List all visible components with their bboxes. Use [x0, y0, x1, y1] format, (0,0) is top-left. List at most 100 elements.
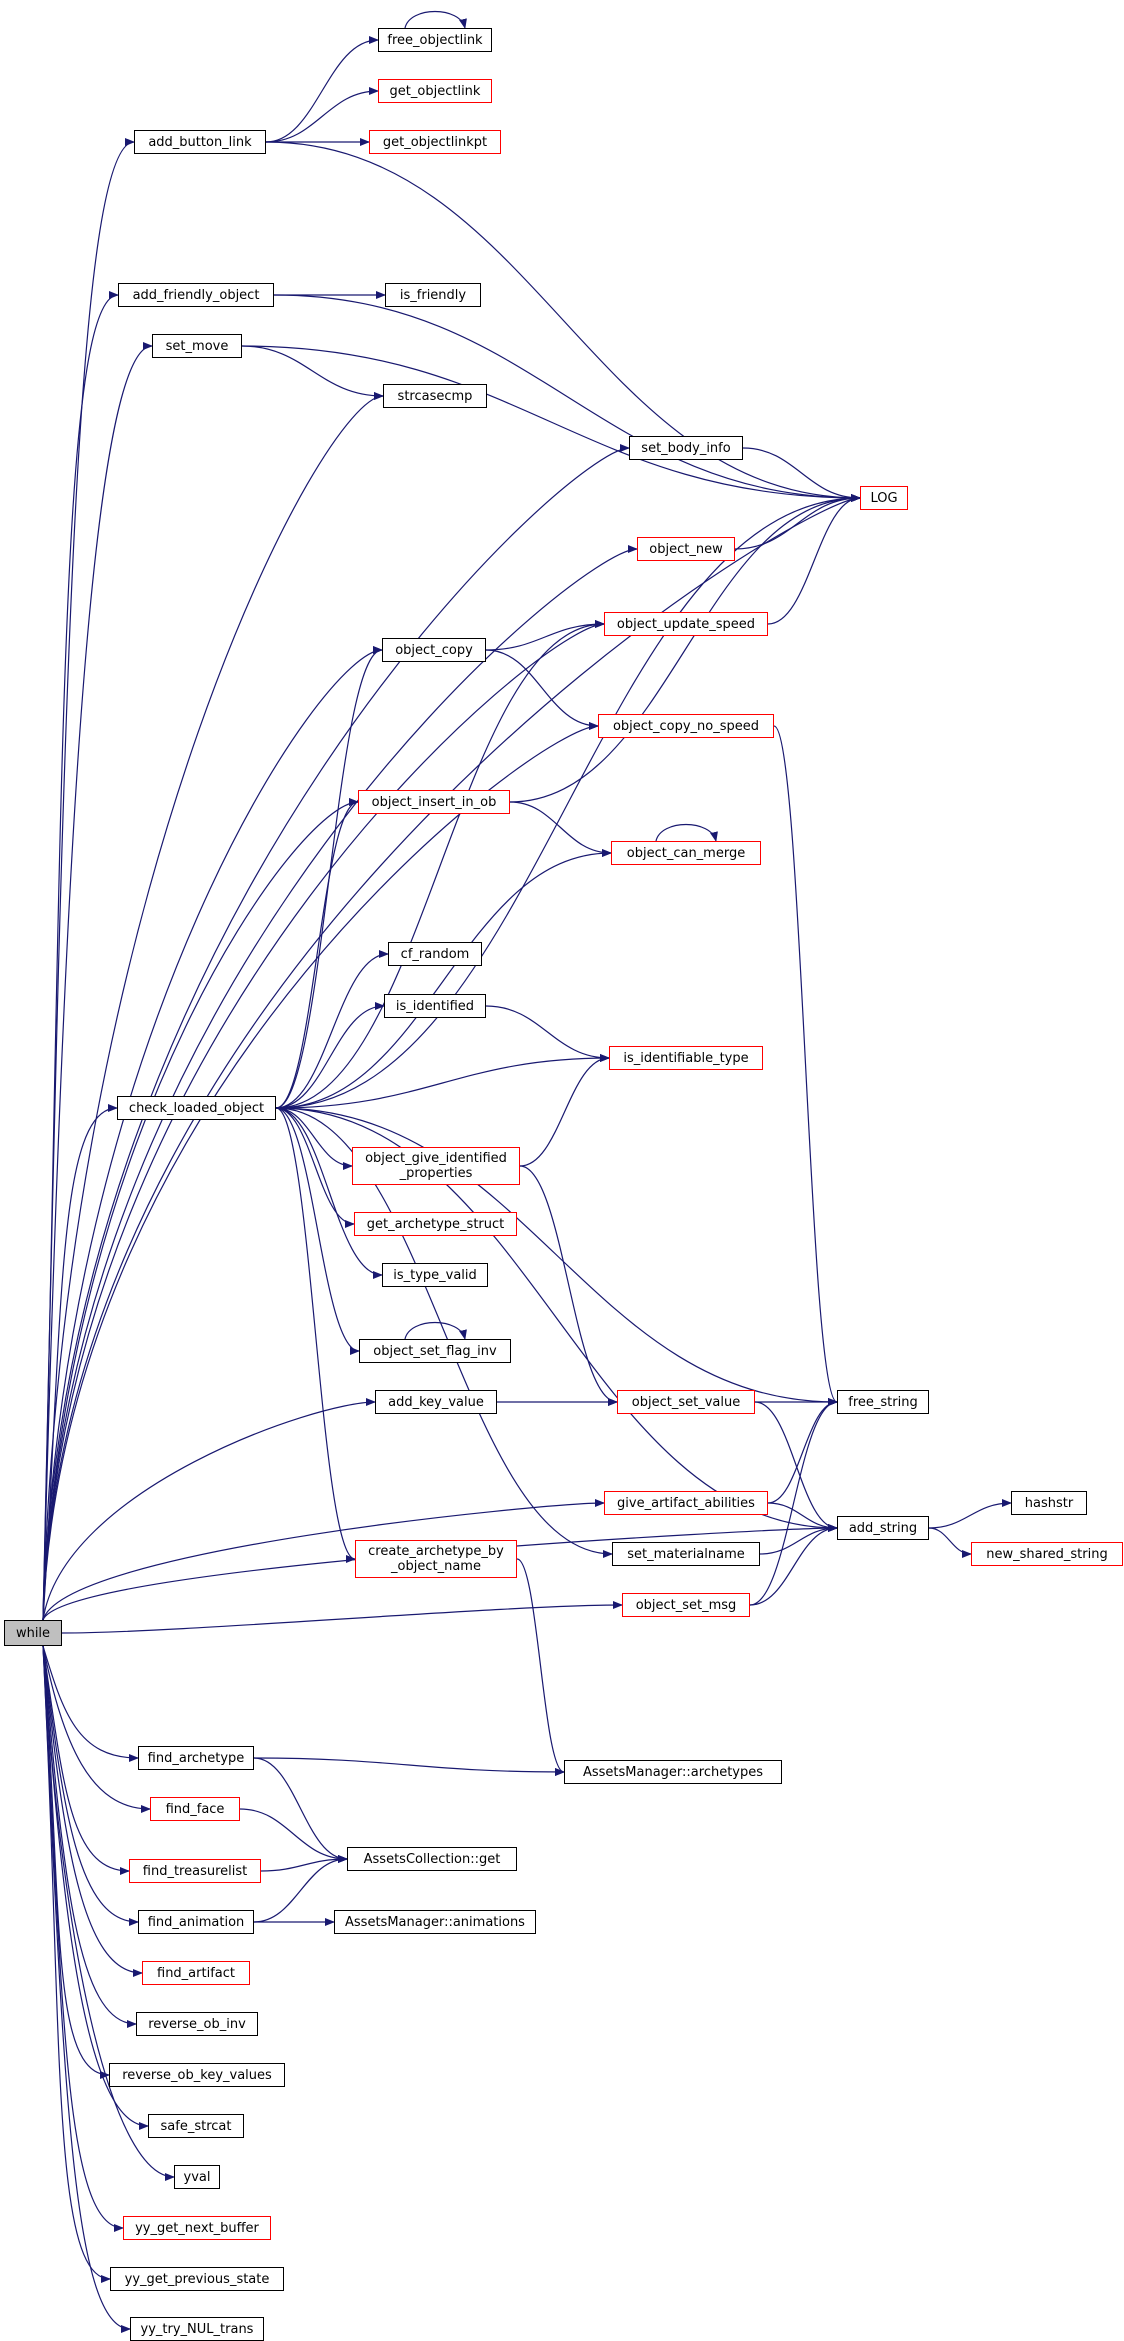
node-free-string[interactable]: free_string	[837, 1390, 929, 1414]
edge-while-to-strcasecmp	[42, 392, 384, 1621]
node-is-identifiable-type[interactable]: is_identifiable_type	[609, 1046, 763, 1070]
node-object-set-value[interactable]: object_set_value	[617, 1390, 755, 1414]
edge-while-to-object-copy-no-speed	[42, 722, 599, 1621]
node-log[interactable]: LOG	[860, 486, 908, 510]
edge-check-loaded-object-to-is-type-valid	[275, 1107, 383, 1279]
edge-while-to-object-new	[42, 545, 638, 1621]
edge-object-update-speed-to-log	[767, 494, 861, 625]
node-get-objectlink[interactable]: get_objectlink	[378, 79, 492, 103]
node-object-give-identified-properties[interactable]: object_give_identified _properties	[352, 1147, 520, 1185]
node-find-archetype[interactable]: find_archetype	[138, 1746, 254, 1770]
node-give-artifact-abilities[interactable]: give_artifact_abilities	[604, 1491, 768, 1515]
edge-check-loaded-object-to-free-string	[275, 1107, 838, 1406]
node-safe-strcat[interactable]: safe_strcat	[148, 2114, 244, 2138]
edge-while-to-yy-get-next-buffer	[42, 1645, 124, 2232]
edge-while-to-find-animation	[42, 1645, 139, 1926]
edge-check-loaded-object-to-object-can-merge	[275, 849, 612, 1109]
edge-object-give-identified-properties-to-object-set-value	[519, 1165, 618, 1406]
edge-object-insert-in-ob-to-log	[509, 494, 861, 803]
edge-find-archetype-to-assetscollection-get	[253, 1757, 348, 1863]
edge-find-treasurelist-to-assetscollection-get	[260, 1855, 348, 1872]
node-object-set-msg[interactable]: object_set_msg	[622, 1593, 750, 1617]
edge-check-loaded-object-to-object-update-speed	[275, 620, 605, 1109]
node-reverse-ob-inv[interactable]: reverse_ob_inv	[136, 2012, 258, 2036]
node-reverse-ob-key-values[interactable]: reverse_ob_key_values	[109, 2063, 285, 2087]
edge-object-copy-to-object-update-speed	[485, 620, 605, 651]
edge-while-to-set-move	[42, 342, 153, 1621]
edge-object-set-msg-to-add-string	[749, 1524, 838, 1606]
edge-object-set-value-to-add-string	[754, 1401, 838, 1532]
node-object-new[interactable]: object_new	[637, 537, 735, 561]
node-add-string[interactable]: add_string	[837, 1516, 929, 1540]
node-object-can-merge[interactable]: object_can_merge	[611, 841, 761, 865]
edge-object-copy-no-speed-to-free-string	[773, 725, 838, 1406]
edge-while-to-find-face	[42, 1645, 151, 1813]
node-create-archetype-by-object-name[interactable]: create_archetype_by _object_name	[355, 1540, 517, 1578]
node-add-key-value[interactable]: add_key_value	[375, 1390, 497, 1414]
edge-find-animation-to-assetscollection-get	[253, 1855, 348, 1923]
node-is-type-valid[interactable]: is_type_valid	[382, 1263, 488, 1287]
edge-create-archetype-by-object-name-to-assetsmanager-archetypes	[516, 1558, 565, 1776]
edge-while-to-give-artifact-abilities	[42, 1499, 605, 1621]
node-set-body-info[interactable]: set_body_info	[629, 436, 743, 460]
edge-check-loaded-object-to-set-materialname	[275, 1107, 613, 1558]
node-while: while	[4, 1620, 62, 1646]
node-get-archetype-struct[interactable]: get_archetype_struct	[354, 1212, 517, 1236]
node-object-copy-no-speed[interactable]: object_copy_no_speed	[598, 714, 774, 738]
node-assetsmanager-archetypes[interactable]: AssetsManager::archetypes	[564, 1760, 782, 1784]
edge-add-string-to-new-shared-string	[928, 1527, 972, 1558]
edge-find-archetype-to-assetsmanager-archetypes	[253, 1757, 565, 1776]
node-add-friendly-object[interactable]: add_friendly_object	[118, 283, 274, 307]
edge-while-to-find-treasurelist	[42, 1645, 130, 1875]
edge-object-set-flag-inv-to-object-set-flag-inv	[404, 1321, 467, 1340]
edge-free-objectlink-to-free-objectlink	[404, 10, 467, 29]
edge-check-loaded-object-to-log	[275, 494, 861, 1109]
node-yy-get-previous-state[interactable]: yy_get_previous_state	[110, 2267, 284, 2291]
edge-while-to-yy-try-nul-trans	[42, 1645, 131, 2333]
edge-check-loaded-object-to-is-identifiable-type	[275, 1054, 610, 1109]
node-assetsmanager-animations[interactable]: AssetsManager::animations	[334, 1910, 536, 1934]
edge-set-move-to-strcasecmp	[241, 345, 384, 400]
node-is-friendly[interactable]: is_friendly	[385, 283, 481, 307]
node-object-insert-in-ob[interactable]: object_insert_in_ob	[358, 790, 510, 814]
node-find-animation[interactable]: find_animation	[138, 1910, 254, 1934]
edge-set-body-info-to-log	[742, 447, 861, 502]
node-yy-try-nul-trans[interactable]: yy_try_NUL_trans	[130, 2317, 264, 2341]
edge-while-to-set-body-info	[42, 444, 630, 1621]
edge-object-insert-in-ob-to-object-can-merge	[509, 801, 612, 857]
node-find-treasurelist[interactable]: find_treasurelist	[129, 1859, 261, 1883]
edge-while-to-yval	[42, 1645, 175, 2181]
node-set-move[interactable]: set_move	[152, 334, 242, 358]
edge-set-materialname-to-add-string	[759, 1524, 838, 1555]
node-object-copy[interactable]: object_copy	[382, 638, 486, 662]
edge-while-to-add-key-value	[42, 1398, 376, 1621]
node-free-objectlink[interactable]: free_objectlink	[378, 28, 492, 52]
node-object-set-flag-inv[interactable]: object_set_flag_inv	[359, 1339, 511, 1363]
edge-add-button-link-to-get-objectlink	[265, 87, 379, 143]
node-cf-random[interactable]: cf_random	[388, 942, 482, 966]
node-get-objectlinkpt[interactable]: get_objectlinkpt	[369, 130, 501, 154]
edge-while-to-object-update-speed	[42, 620, 605, 1621]
edge-while-to-find-artifact	[42, 1645, 143, 1977]
edge-add-button-link-to-log	[265, 141, 861, 502]
node-is-identified[interactable]: is_identified	[384, 994, 486, 1018]
node-find-artifact[interactable]: find_artifact	[142, 1961, 250, 1985]
node-add-button-link[interactable]: add_button_link	[134, 130, 266, 154]
edge-check-loaded-object-to-create-archetype-by-object-name	[275, 1107, 356, 1563]
node-set-materialname[interactable]: set_materialname	[612, 1542, 760, 1566]
edge-add-string-to-hashstr	[928, 1499, 1012, 1529]
node-find-face[interactable]: find_face	[150, 1797, 240, 1821]
node-yy-get-next-buffer[interactable]: yy_get_next_buffer	[123, 2216, 271, 2240]
edge-object-give-identified-properties-to-is-identifiable-type	[519, 1054, 610, 1167]
node-yval[interactable]: yval	[174, 2165, 220, 2189]
node-object-update-speed[interactable]: object_update_speed	[604, 612, 768, 636]
node-hashstr[interactable]: hashstr	[1011, 1491, 1087, 1515]
node-strcasecmp[interactable]: strcasecmp	[383, 384, 487, 408]
node-assetscollection-get[interactable]: AssetsCollection::get	[347, 1847, 517, 1871]
edge-add-button-link-to-free-objectlink	[265, 36, 379, 143]
edge-add-friendly-object-to-log	[273, 294, 861, 502]
node-new-shared-string[interactable]: new_shared_string	[971, 1542, 1123, 1566]
node-check-loaded-object[interactable]: check_loaded_object	[117, 1096, 276, 1120]
edge-while-to-check-loaded-object	[42, 1104, 118, 1621]
